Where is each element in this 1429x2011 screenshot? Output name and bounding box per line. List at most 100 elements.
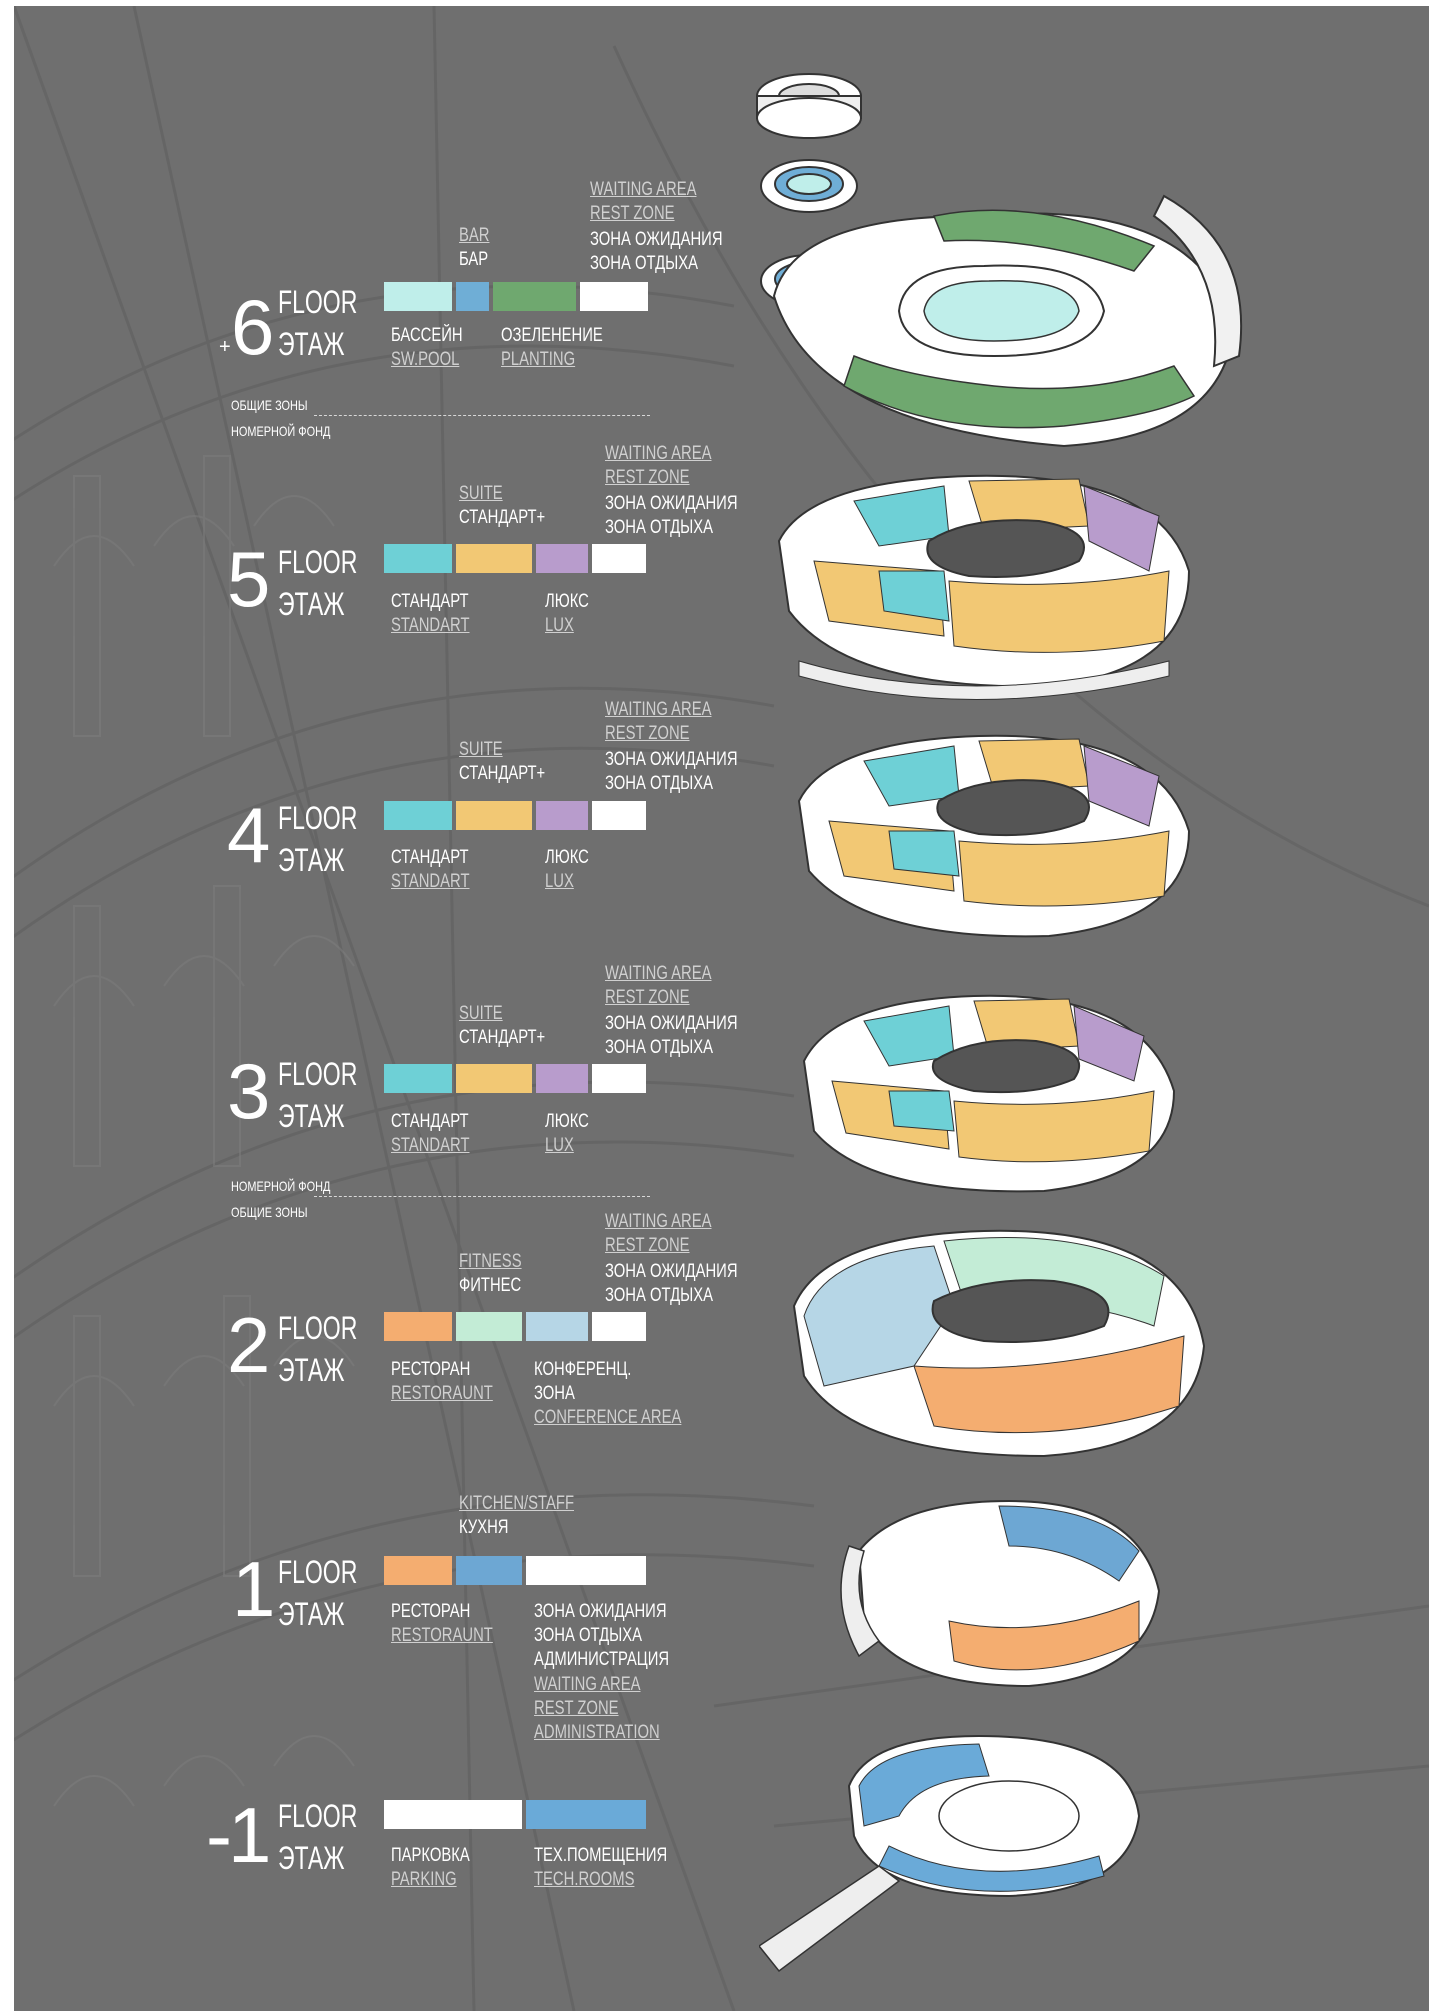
swatch-suite-5 bbox=[456, 544, 532, 573]
floor-6-bar-ru: БАР bbox=[459, 249, 489, 270]
floor-1-restaurant-ru: РЕСТОРАН bbox=[391, 1601, 471, 1622]
floor-4-waiting-en: WAITING AREA bbox=[605, 699, 712, 720]
floor-6-restzone-en: REST ZONE bbox=[590, 203, 675, 224]
floor-2-restzone-en: REST ZONE bbox=[605, 1235, 690, 1256]
floor-4-waiting-ru: ЗОНА ОЖИДАНИЯ bbox=[605, 749, 738, 770]
floor-3-restzone-ru: ЗОНА ОТДЫХА bbox=[605, 1037, 714, 1058]
floor-4-restzone-en: REST ZONE bbox=[605, 723, 690, 744]
swatch-waiting-1 bbox=[526, 1556, 646, 1585]
floor-6-waiting-ru: ЗОНА ОЖИДАНИЯ bbox=[590, 229, 723, 250]
floor-6-etazh-label: ЭТАЖ bbox=[278, 326, 345, 362]
floor-6-plan bbox=[756, 73, 1243, 448]
swatch-standart-5 bbox=[384, 544, 452, 573]
floor-2-conference-en: CONFERENCE AREA bbox=[534, 1407, 682, 1428]
floor-2-floor-label: FLOOR bbox=[278, 1310, 358, 1346]
floor-5-suite-ru: СТАНДАРТ+ bbox=[459, 507, 546, 528]
floor-6-floor-label: FLOOR bbox=[278, 284, 358, 320]
floor-2-waiting-ru: ЗОНА ОЖИДАНИЯ bbox=[605, 1261, 738, 1282]
floor-3-floor-label: FLOOR bbox=[278, 1056, 358, 1092]
floor-1-admin-ru: АДМИНИСТРАЦИЯ bbox=[534, 1649, 670, 1670]
separator-bottom-line2: ОБЩИЕ ЗОНЫ bbox=[231, 1204, 308, 1220]
swatch-conference bbox=[526, 1312, 588, 1341]
floor-1-plan bbox=[840, 1499, 1161, 1688]
floor-5-restzone-ru: ЗОНА ОТДЫХА bbox=[605, 517, 714, 538]
floor-2-number: 2 bbox=[227, 1301, 270, 1389]
floor-2-fitness-ru: ФИТНЕС bbox=[459, 1275, 522, 1296]
swatch-parking bbox=[384, 1800, 522, 1829]
floor-6-number: 6 bbox=[231, 283, 274, 371]
floor-1-kitchen-en: KITCHEN/STAFF bbox=[459, 1493, 575, 1514]
floor-4-number: 4 bbox=[227, 791, 270, 879]
swatch-standart-3 bbox=[384, 1064, 452, 1093]
floor-3-etazh-label: ЭТАЖ bbox=[278, 1098, 345, 1134]
floor-3-lux-ru: ЛЮКС bbox=[545, 1111, 589, 1132]
swatch-tech-rooms bbox=[526, 1800, 646, 1829]
diagram-canvas: + 6 FLOOR ЭТАЖ BAR БАР WAITING AREA REST… bbox=[14, 6, 1429, 2011]
swatch-suite-3 bbox=[456, 1064, 532, 1093]
floor-1-etazh-label: ЭТАЖ bbox=[278, 1596, 345, 1632]
floor-5-restzone-en: REST ZONE bbox=[605, 467, 690, 488]
floor-4-standart-ru: СТАНДАРТ bbox=[391, 847, 469, 868]
separator-top-line1: ОБЩИЕ ЗОНЫ bbox=[231, 397, 308, 413]
floor-5-plan bbox=[777, 474, 1191, 700]
floor-3-suite-en: SUITE bbox=[459, 1003, 503, 1024]
swatch-waiting-3 bbox=[592, 1064, 646, 1093]
separator-bottom-line1: НОМЕРНОЙ ФОНД bbox=[231, 1178, 331, 1194]
swatch-restaurant-2 bbox=[384, 1312, 452, 1341]
floor-5-suite-en: SUITE bbox=[459, 483, 503, 504]
floor-5-standart-en: STANDART bbox=[391, 615, 470, 636]
swatch-planting bbox=[493, 282, 576, 311]
floor-minus1-tech-ru: ТЕХ.ПОМЕЩЕНИЯ bbox=[534, 1845, 668, 1866]
floor-2-restaurant-en: RESTORAUNT bbox=[391, 1383, 493, 1404]
floor-2-plan bbox=[792, 1229, 1206, 1458]
floor-5-lux-ru: ЛЮКС bbox=[545, 591, 589, 612]
floor-6-planting-en: PLANTING bbox=[501, 349, 576, 370]
floor-5-number: 5 bbox=[227, 535, 270, 623]
floor-3-waiting-en: WAITING AREA bbox=[605, 963, 712, 984]
floor-2-fitness-en: FITNESS bbox=[459, 1251, 522, 1272]
floor-2-waiting-en: WAITING AREA bbox=[605, 1211, 712, 1232]
floor-3-standart-ru: СТАНДАРТ bbox=[391, 1111, 469, 1132]
swatch-suite-4 bbox=[456, 801, 532, 830]
floor-minus1-parking-ru: ПАРКОВКА bbox=[391, 1845, 470, 1866]
floor-4-restzone-ru: ЗОНА ОТДЫХА bbox=[605, 773, 714, 794]
floor-5-etazh-label: ЭТАЖ bbox=[278, 586, 345, 622]
floor-4-lux-ru: ЛЮКС bbox=[545, 847, 589, 868]
floor-1-restzone-en: REST ZONE bbox=[534, 1698, 619, 1719]
floor-3-restzone-en: REST ZONE bbox=[605, 987, 690, 1008]
floor-5-waiting-ru: ЗОНА ОЖИДАНИЯ bbox=[605, 493, 738, 514]
floor-1-waiting-ru: ЗОНА ОЖИДАНИЯ bbox=[534, 1601, 667, 1622]
floor-6-planting-ru: ОЗЕЛЕНЕНИЕ bbox=[501, 325, 603, 346]
floor-1-admin-en: ADMINISTRATION bbox=[534, 1722, 660, 1743]
floor-2-conference-ru2: ЗОНА bbox=[534, 1383, 575, 1404]
floor-1-kitchen-ru: КУХНЯ bbox=[459, 1517, 509, 1538]
floor-6-restzone-ru: ЗОНА ОТДЫХА bbox=[590, 253, 699, 274]
floor-1-number: 1 bbox=[232, 1545, 275, 1633]
floor-4-suite-en: SUITE bbox=[459, 739, 503, 760]
swatch-lux-5 bbox=[536, 544, 588, 573]
floor-6-plus: + bbox=[219, 336, 231, 358]
swatch-lux-4 bbox=[536, 801, 588, 830]
floor-3-lux-en: LUX bbox=[545, 1135, 574, 1156]
floor-6-pool-ru: БАССЕЙН bbox=[391, 325, 463, 346]
swatch-bar bbox=[456, 282, 489, 311]
floor-2-restzone-ru: ЗОНА ОТДЫХА bbox=[605, 1285, 714, 1306]
floor-4-lux-en: LUX bbox=[545, 871, 574, 892]
swatch-sw-pool bbox=[384, 282, 452, 311]
floor-4-floor-label: FLOOR bbox=[278, 800, 358, 836]
floor-minus1-plan bbox=[759, 1734, 1141, 1973]
floor-6-waiting-en: WAITING AREA bbox=[590, 179, 697, 200]
separator-top-line2: НОМЕРНОЙ ФОНД bbox=[231, 423, 331, 439]
floor-1-floor-label: FLOOR bbox=[278, 1554, 358, 1590]
swatch-restaurant-1 bbox=[384, 1556, 452, 1585]
swatch-lux-3 bbox=[536, 1064, 588, 1093]
floor-minus1-tech-en: TECH.ROOMS bbox=[534, 1869, 635, 1890]
floor-4-plan bbox=[797, 734, 1191, 938]
swatch-kitchen bbox=[456, 1556, 522, 1585]
floor-1-waiting-en: WAITING AREA bbox=[534, 1674, 641, 1695]
floor-3-plan bbox=[802, 994, 1176, 1193]
swatch-waiting-6 bbox=[580, 282, 648, 311]
floor-3-standart-en: STANDART bbox=[391, 1135, 470, 1156]
floor-2-restaurant-ru: РЕСТОРАН bbox=[391, 1359, 471, 1380]
floor-6-pool-en: SW.POOL bbox=[391, 349, 460, 370]
